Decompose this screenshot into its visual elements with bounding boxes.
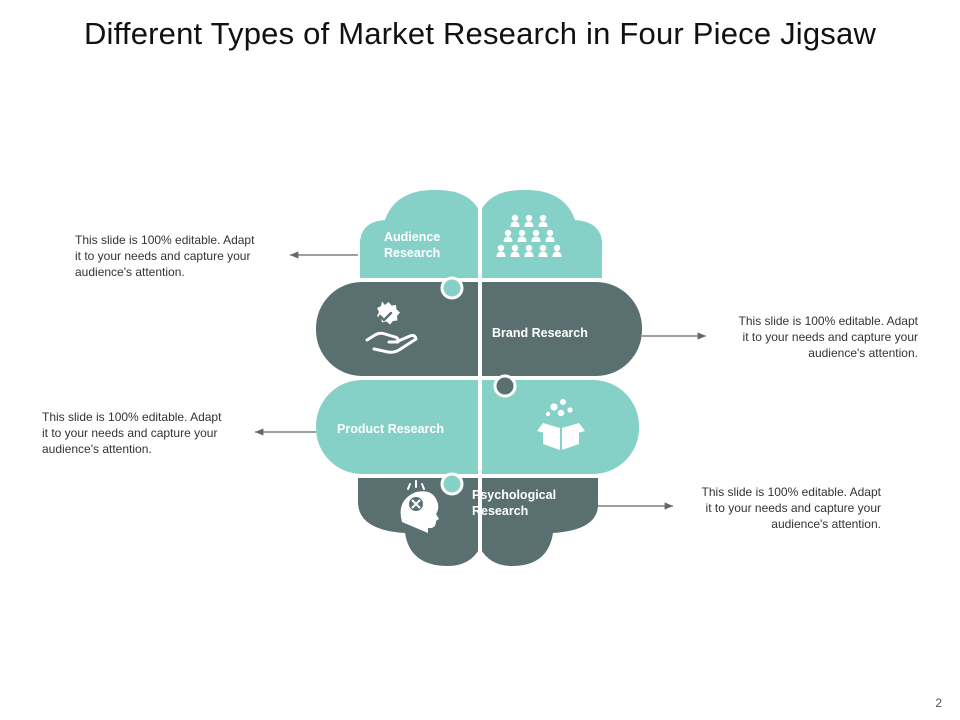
head-target-icon xyxy=(400,480,439,533)
brand-label: Brand Research xyxy=(492,326,588,340)
audience-label: Audience Research xyxy=(384,230,444,260)
description-product: This slide is 100% editable. Adapt it to… xyxy=(42,410,222,456)
hand-badge-icon xyxy=(365,301,418,354)
description-psychological: This slide is 100% editable. Adapt it to… xyxy=(701,485,881,531)
knob-1 xyxy=(440,276,464,300)
description-brand: This slide is 100% editable. Adapt it to… xyxy=(738,314,918,360)
segment-product xyxy=(316,380,639,474)
knob-3 xyxy=(440,472,464,496)
psychological-label: Psychological Research xyxy=(472,488,560,518)
description-audience: This slide is 100% editable. Adapt it to… xyxy=(75,233,255,279)
slide-title: Different Types of Market Research in Fo… xyxy=(83,16,877,51)
open-box-icon xyxy=(537,399,585,450)
audience-group-icon xyxy=(0,0,562,257)
knob-2 xyxy=(493,374,517,398)
jigsaw-cuts xyxy=(300,186,660,570)
connector-arrows xyxy=(254,251,706,510)
page-number: 2 xyxy=(935,696,942,710)
product-label: Product Research xyxy=(337,422,444,436)
product-piece xyxy=(316,380,639,474)
